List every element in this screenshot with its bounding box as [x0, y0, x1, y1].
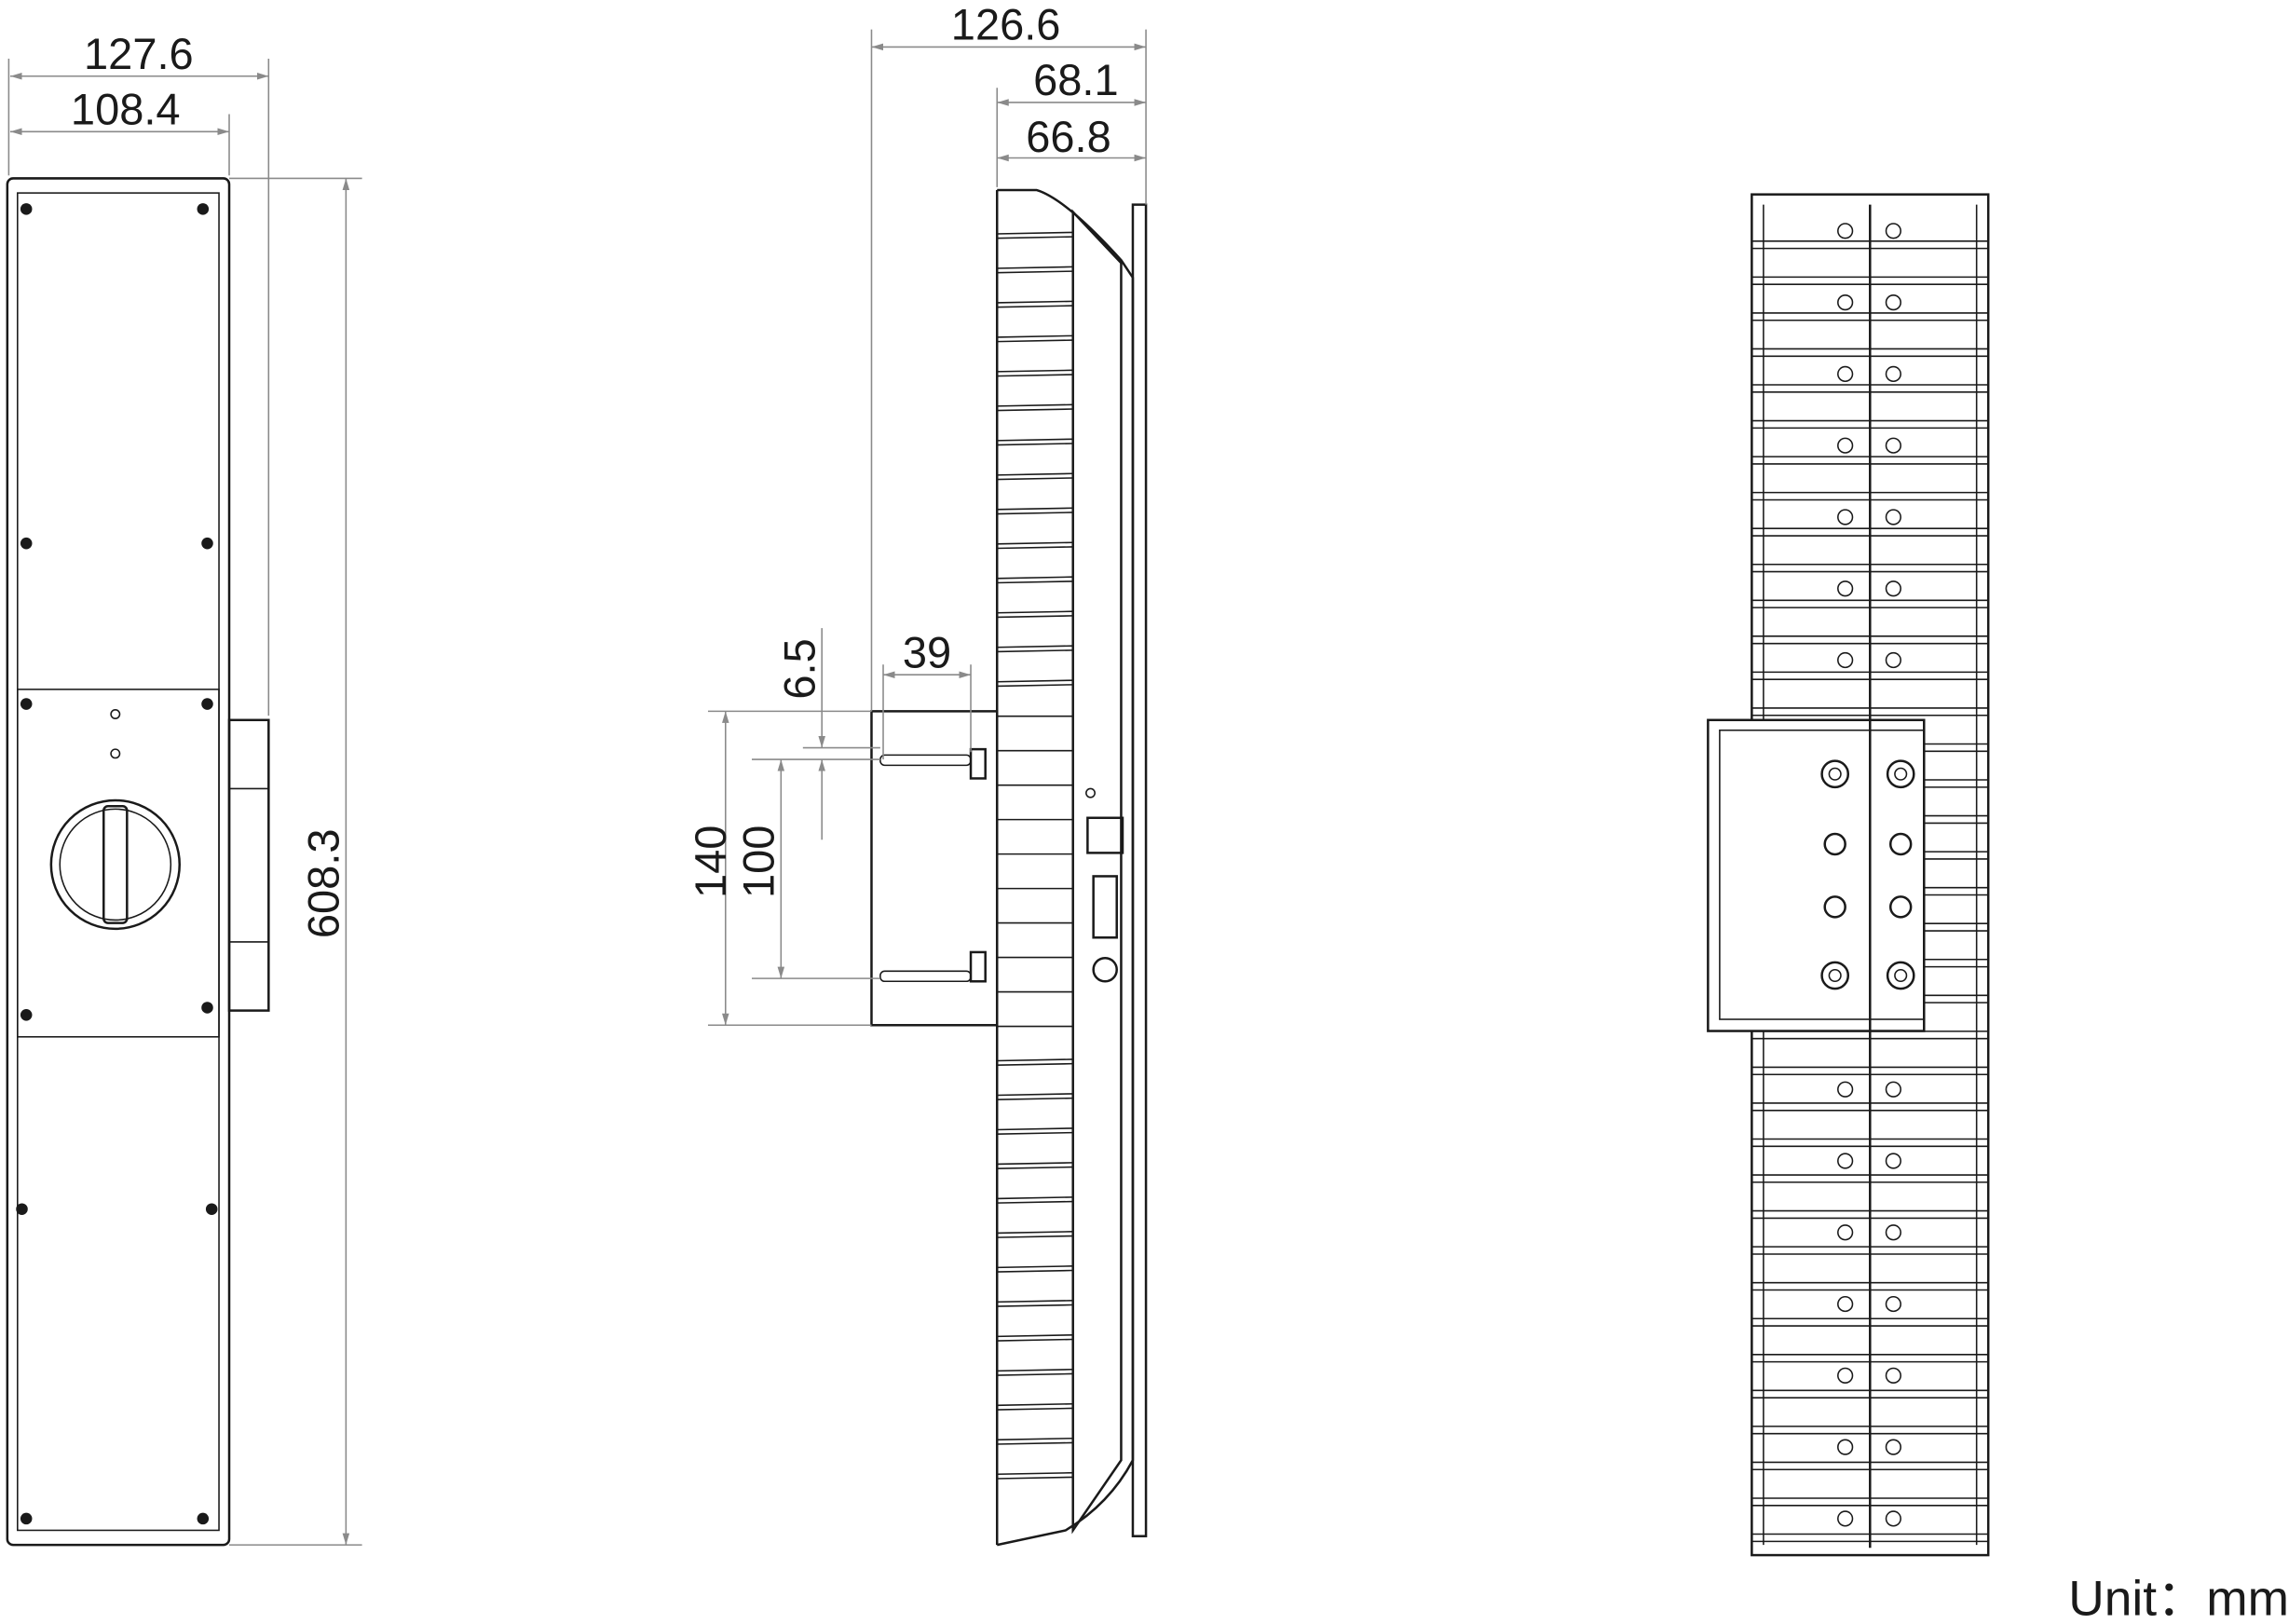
- hole-icon: [1885, 509, 1901, 525]
- fin: [996, 1368, 1073, 1376]
- fin: [996, 1231, 1073, 1238]
- fin: [996, 1093, 1073, 1100]
- hole-icon: [1885, 365, 1901, 383]
- hole-icon: [1837, 580, 1854, 597]
- screw-hole-icon: [1894, 767, 1908, 781]
- fin: [996, 334, 1073, 343]
- screw-hole-icon: [1894, 968, 1908, 983]
- unit-label: Unit：mm: [2068, 1571, 2289, 1624]
- fin: [996, 1127, 1073, 1135]
- dim-bracket-depth: 39: [903, 627, 951, 676]
- hole-icon: [1885, 1153, 1901, 1169]
- connector-port: [1092, 875, 1118, 939]
- screw-icon: [201, 1002, 213, 1014]
- fin: [996, 1300, 1073, 1307]
- screw-hole-icon: [1886, 759, 1915, 789]
- hole-icon: [1837, 223, 1854, 239]
- hole-icon: [1837, 437, 1854, 454]
- fin: [996, 369, 1073, 377]
- keyhole-icon: [1823, 895, 1846, 919]
- screw-icon: [20, 1009, 33, 1021]
- fin: [996, 507, 1073, 515]
- hole-icon: [1885, 1295, 1901, 1313]
- dim-bracket-height: 140: [686, 826, 735, 898]
- fin: [996, 438, 1073, 446]
- fin: [996, 1334, 1073, 1342]
- screw-icon: [20, 698, 33, 710]
- screw-hole-icon: [1828, 968, 1842, 983]
- power-port: [1092, 956, 1118, 983]
- hole-icon: [1837, 509, 1854, 525]
- rear-view: [1707, 193, 1990, 1557]
- hole-icon: [1885, 651, 1901, 669]
- dim-height: 608.3: [299, 828, 348, 938]
- fin: [996, 472, 1073, 481]
- fin: [996, 403, 1073, 412]
- dim-depth-body: 68.1: [1033, 55, 1118, 104]
- screw-icon: [201, 698, 213, 710]
- screw-hole-icon: [1886, 961, 1915, 990]
- hole-icon: [1885, 1367, 1901, 1384]
- screw-icon: [201, 537, 213, 550]
- hole-icon: [1837, 1439, 1854, 1455]
- fin: [996, 679, 1073, 688]
- dim-width-inner: 108.4: [71, 84, 181, 133]
- fin: [996, 1265, 1073, 1273]
- fin: [996, 645, 1073, 653]
- hole-icon: [1837, 1295, 1854, 1313]
- hole-icon: [1885, 1510, 1901, 1527]
- fin: [996, 231, 1073, 239]
- fin: [996, 1196, 1073, 1204]
- fin: [996, 1058, 1073, 1067]
- dim-depth-panel: 66.8: [1026, 112, 1110, 161]
- hole-icon: [1837, 294, 1854, 311]
- hole-icon: [1885, 1224, 1901, 1241]
- fin: [996, 1471, 1073, 1480]
- screw-icon: [197, 203, 210, 215]
- hole-icon: [1885, 437, 1901, 454]
- hole-icon: [1885, 1439, 1901, 1455]
- dim-offset: 6.5: [774, 638, 824, 699]
- hole-icon: [1837, 1224, 1854, 1241]
- hole-icon: [1885, 223, 1901, 239]
- screw-icon: [197, 1512, 210, 1525]
- side-view: 126.6 68.1 66.8 39 6.5 140 100: [686, 0, 1148, 1547]
- keyhole-icon: [1888, 832, 1913, 856]
- screw-icon: [20, 1512, 33, 1525]
- hole-icon: [1837, 365, 1854, 383]
- ethernet-port: [1086, 816, 1124, 854]
- hole-icon: [1837, 1081, 1854, 1098]
- hole-icon: [1837, 1510, 1854, 1527]
- hole-icon: [1837, 651, 1854, 669]
- hole-icon: [1837, 1153, 1854, 1169]
- screw-icon: [16, 1203, 28, 1215]
- hole-icon: [1885, 1081, 1901, 1098]
- dim-hole-spacing: 100: [733, 826, 783, 898]
- dim-depth-total: 126.6: [951, 0, 1061, 49]
- keyhole-icon: [1823, 832, 1846, 856]
- fin: [996, 576, 1073, 584]
- fin: [996, 610, 1073, 619]
- fin: [996, 300, 1073, 308]
- screw-icon: [20, 203, 33, 215]
- keyhole-icon: [1888, 895, 1913, 919]
- hole-icon: [1885, 580, 1901, 597]
- screw-hole-icon: [1820, 961, 1850, 990]
- fin: [996, 266, 1073, 274]
- fin: [996, 1162, 1073, 1169]
- fin: [996, 541, 1073, 550]
- hole-icon: [1885, 294, 1901, 311]
- screw-hole-icon: [1820, 759, 1850, 789]
- screw-icon: [205, 1203, 218, 1215]
- mount-bracket: [870, 710, 999, 1027]
- screw-icon: [20, 537, 33, 550]
- fin: [996, 1402, 1073, 1411]
- knob: [49, 798, 181, 931]
- hole-icon: [1837, 1367, 1854, 1384]
- screw-hole-icon: [1828, 767, 1842, 781]
- front-view: 127.6 108.4 608.3: [6, 29, 362, 1547]
- dim-width-outer: 127.6: [84, 29, 194, 78]
- fin: [996, 1437, 1073, 1445]
